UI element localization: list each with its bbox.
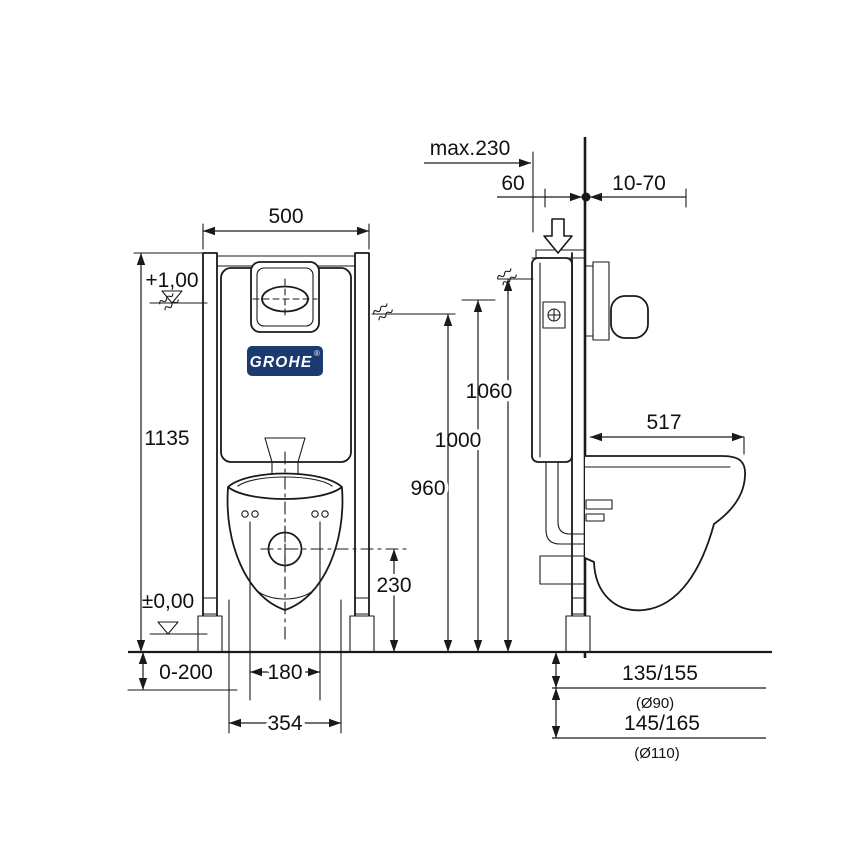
datum-floor-level: ±0,00 <box>138 587 208 635</box>
front-view: GROHE ® +1,00 ±0,00 <box>127 202 415 739</box>
break-line-icon <box>495 267 519 287</box>
break-line-icon <box>157 292 181 312</box>
flush-button-side <box>610 295 649 339</box>
dimension-height-960: 960 <box>371 313 456 652</box>
fixing-hole <box>241 510 249 518</box>
dimension-label: 10-70 <box>612 172 666 195</box>
dimension-outlet-110: 145/165 (Ø110) <box>551 688 766 766</box>
dimension-diameter-label: (Ø90) <box>636 695 674 712</box>
mounting-bracket <box>539 555 586 585</box>
dimension-label: 1060 <box>466 380 513 403</box>
flush-pipe <box>557 461 586 535</box>
water-supply-arrow-icon <box>543 218 573 254</box>
cistern-side <box>531 249 586 585</box>
reference-dot-icon <box>581 192 591 202</box>
dimension-bowl-depth: 517 <box>590 408 745 455</box>
dimension-bowl-width: 354 <box>228 599 342 739</box>
registered-mark: ® <box>314 349 320 358</box>
dimension-outlet-90: 135/155 (Ø90) <box>551 652 766 716</box>
adjustable-foot <box>349 615 375 653</box>
fixing-hole <box>321 510 329 518</box>
dimension-label: 960 <box>410 477 445 500</box>
toilet-bowl-front <box>226 451 344 641</box>
adjustable-foot <box>565 615 591 653</box>
dimension-label: 180 <box>267 661 302 684</box>
fixing-hole <box>251 510 259 518</box>
dimension-fixing-centres: 180 <box>249 521 321 701</box>
dimension-label: 354 <box>267 712 302 735</box>
datum-floor-label: ±0,00 <box>142 590 194 613</box>
datum-triangle-icon <box>157 621 179 635</box>
dimension-label: 230 <box>376 574 411 597</box>
dimension-label: 1135 <box>144 427 189 450</box>
grohe-logo-text: GROHE <box>250 354 313 371</box>
dimension-label: 0-200 <box>159 661 213 684</box>
dimension-frame-width: 500 <box>202 202 370 250</box>
datum-plate-label: +1,00 <box>145 269 198 292</box>
break-line-icon <box>371 302 395 322</box>
flush-bend-front <box>264 437 306 474</box>
dimension-height-1060: 1060 <box>462 278 534 652</box>
dimension-depth-max: max.230 <box>424 134 534 233</box>
side-view: max.230 60 10-70 1060 1000 <box>371 134 766 766</box>
dimension-offset-60: 60 <box>497 169 582 208</box>
grohe-logo-badge <box>247 346 323 376</box>
flush-plate-side <box>584 261 649 341</box>
dimension-label: 1000 <box>435 429 482 452</box>
flush-pipe <box>545 461 586 545</box>
toilet-bowl-side <box>584 455 746 612</box>
dimension-label: 517 <box>646 411 681 434</box>
dimension-label: max.230 <box>430 137 511 160</box>
fixing-hole <box>311 510 319 518</box>
dimension-label: 145/165 <box>624 712 700 735</box>
dimension-outlet-height: 230 <box>260 548 415 652</box>
inlet-connection <box>585 499 613 510</box>
dimension-label: 500 <box>268 205 303 228</box>
fill-valve <box>542 301 566 329</box>
dimension-plate-depth-range: 10-70 <box>590 169 687 208</box>
flush-plate-front <box>250 261 320 333</box>
dimension-label: 135/155 <box>622 662 698 685</box>
dimension-diameter-label: (Ø110) <box>634 745 680 762</box>
grohe-logo: GROHE ® <box>247 346 323 376</box>
dimension-height-1000: 1000 <box>431 299 496 652</box>
outlet-connection-side <box>585 513 605 522</box>
dimension-frame-height: 1135 <box>133 252 203 652</box>
dimension-label: 60 <box>501 172 524 195</box>
dimension-foot-adjustment: 0-200 <box>127 652 238 691</box>
datum-plate-level: +1,00 <box>142 266 208 312</box>
